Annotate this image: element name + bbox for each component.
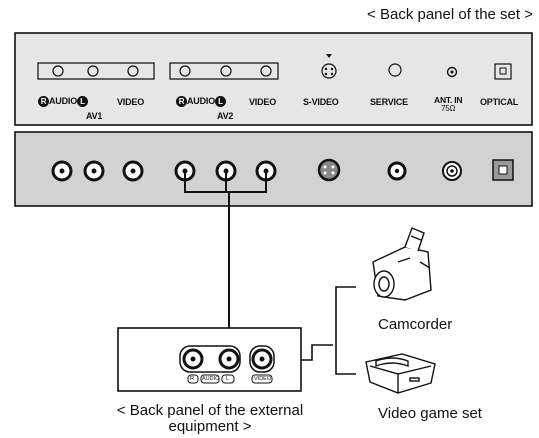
ext-video-label: VIDEO — [254, 376, 272, 382]
s-video-jack — [317, 158, 341, 182]
av1-video-label: VIDEO — [117, 97, 145, 107]
ant-in-ohm-label: 75Ω — [441, 104, 456, 113]
av1-jacks — [51, 160, 144, 182]
caption-back-panel-external: < Back panel of the external equipment > — [84, 403, 336, 435]
video-game-set-label: Video game set — [378, 405, 482, 422]
device-link-lines — [301, 286, 356, 375]
av2-l-audio-port — [220, 65, 232, 77]
external-video-jack — [249, 345, 275, 373]
av2-video-label: VIDEO — [249, 97, 277, 107]
ext-l-label: L — [226, 376, 230, 382]
optical-jack — [492, 159, 514, 181]
av1-video-port — [127, 65, 139, 77]
s-video-label: S-VIDEO — [303, 97, 339, 107]
av1-l-audio-port — [87, 65, 99, 77]
av2-r-audio-port — [179, 65, 191, 77]
optical-label: OPTICAL — [480, 97, 519, 107]
av2-audio-l-badge: L — [215, 96, 226, 107]
caption-back-panel-set: < Back panel of the set > — [367, 6, 533, 23]
service-jack — [387, 161, 407, 181]
caption-back-panel-external-line1: < Back panel of the external — [116, 402, 304, 419]
ext-r-label: R — [190, 376, 194, 382]
av1-label: AV1 — [86, 111, 103, 121]
caption-back-panel-external-line2: equipment > — [168, 418, 252, 435]
ant-in-jack — [442, 161, 462, 181]
av1-r-audio-port — [52, 65, 64, 77]
av2-audio-text: AUDIO — [187, 96, 215, 106]
camcorder-icon — [372, 227, 432, 301]
av2-label: AV2 — [217, 111, 234, 121]
optical-port-icon — [494, 63, 512, 80]
ant-in-label: ANT. IN — [434, 95, 463, 105]
av1-audio-r-badge: R — [38, 96, 49, 107]
av2-audio-r-badge: R — [176, 96, 187, 107]
s-video-icon — [321, 54, 337, 79]
av1-jack-frame — [37, 62, 155, 80]
video-game-set-icon — [365, 353, 436, 394]
av1-audio-text: AUDIO — [49, 96, 77, 106]
ext-audio-label: AUDIO — [202, 376, 220, 382]
av1-audio-l-badge: L — [77, 96, 88, 107]
ant-in-port-icon — [446, 66, 458, 78]
av2-jack-frame — [169, 62, 279, 80]
av2-video-port — [260, 65, 272, 77]
service-label: SERVICE — [370, 97, 408, 107]
external-audio-jacks — [179, 345, 241, 373]
camcorder-label: Camcorder — [378, 316, 453, 333]
external-jack-label-boxes — [187, 374, 273, 384]
service-port-icon — [388, 63, 402, 77]
